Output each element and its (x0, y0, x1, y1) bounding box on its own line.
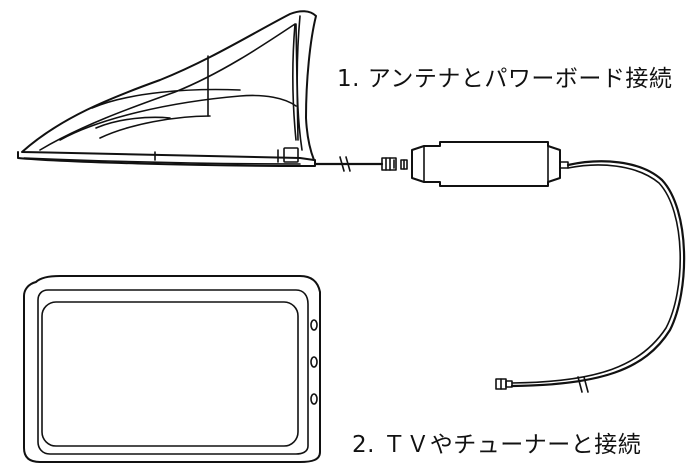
antenna-cable (313, 156, 397, 172)
tv-cable (495, 160, 686, 393)
step-1-label: 1. アンテナとパワーボード接続 (337, 66, 673, 92)
step-2-label: 2. ＴＶやチューナーと接続 (352, 432, 642, 458)
power-board (411, 141, 569, 187)
tv-monitor-device (23, 275, 321, 463)
shark-fin-antenna (17, 10, 317, 167)
power-board-plug (400, 159, 408, 170)
